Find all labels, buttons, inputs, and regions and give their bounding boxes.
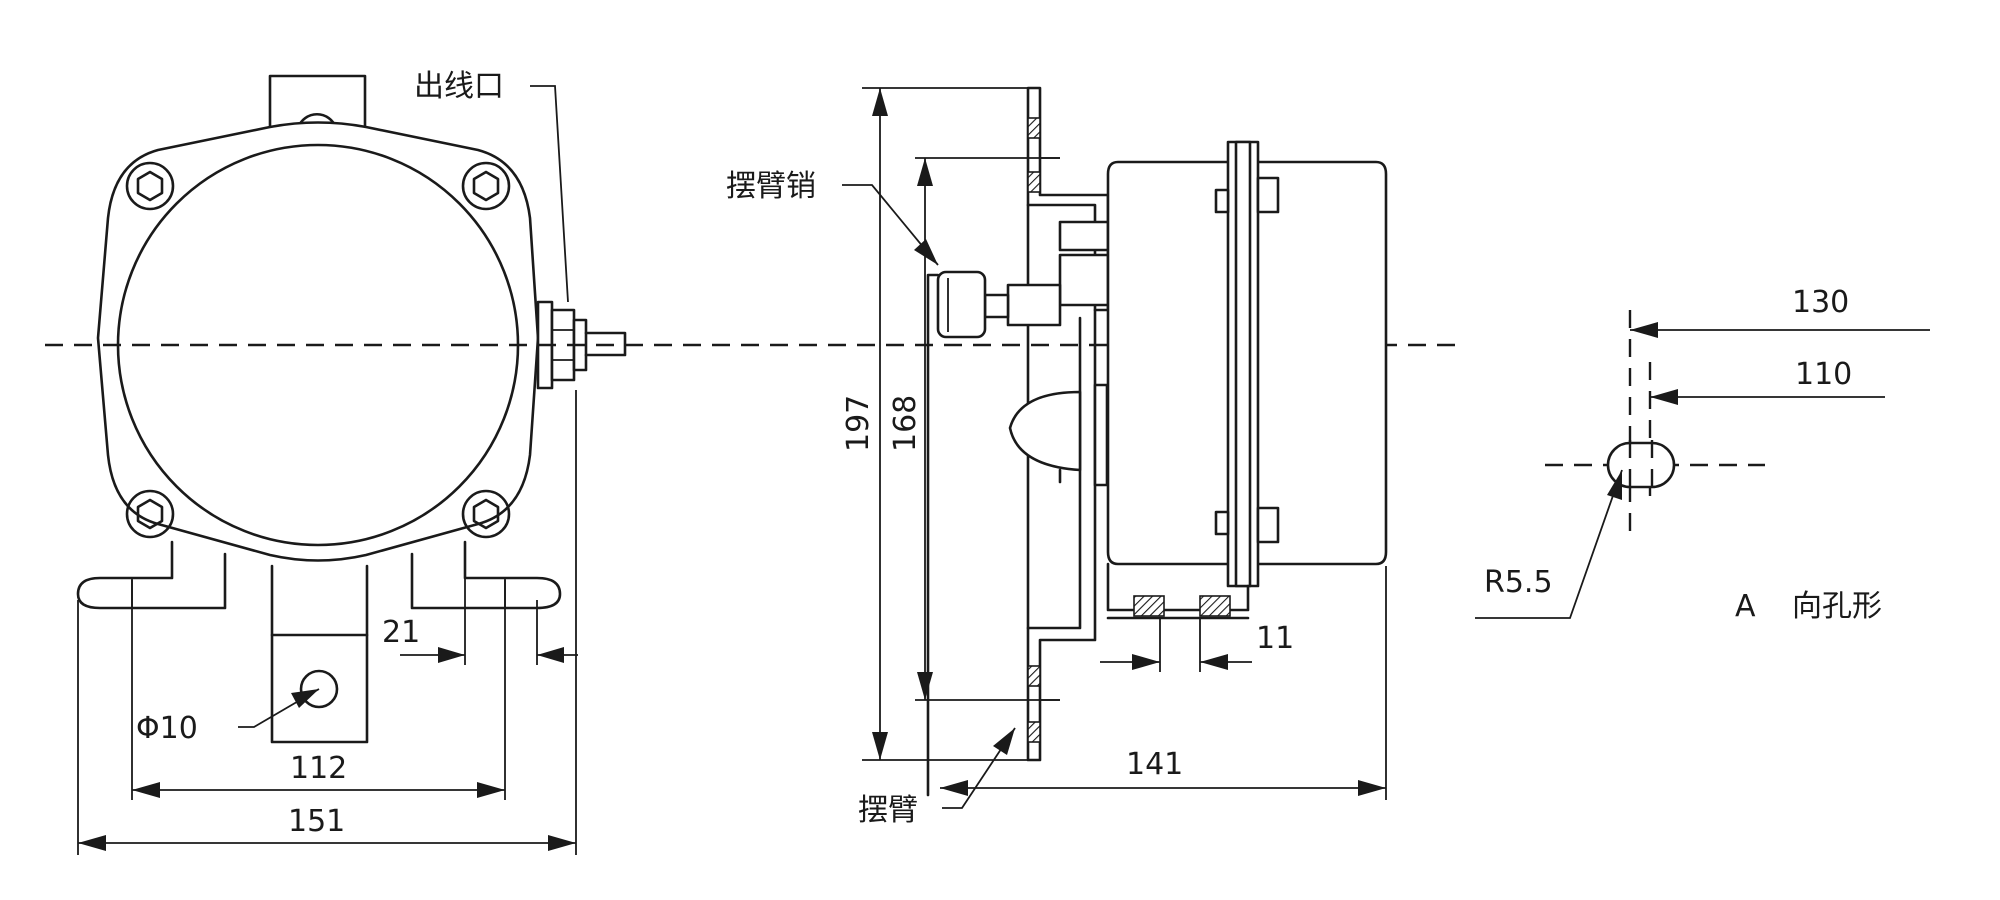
dim-110: 110 [1795,357,1852,392]
right-mounting-foot [410,540,562,610]
bolt-bottom-left [125,489,175,539]
dim-168: 168 [888,395,923,452]
bracket-hatch-bottom-1 [1027,665,1041,687]
arm-shaft-block-lower [1058,253,1110,307]
label-cable-outlet: 出线口 [414,69,504,104]
arm-shaft [983,293,1010,319]
label-arm: 摆臂 [858,793,918,828]
side-base-hatch-left [1133,595,1165,617]
dim-21: 21 [382,615,420,650]
label-hole-diameter: Φ10 [136,711,198,746]
dim-112: 112 [290,751,347,786]
lug-hole-10 [299,669,339,709]
dim-151: 151 [288,804,345,839]
top-mounting-lug [268,74,367,137]
arm-pin-head [936,270,987,339]
view-a-caption: 向孔形 [1792,589,1882,624]
indicator-dome [1008,390,1082,472]
left-mounting-foot [76,540,227,610]
bolt-top-left [125,161,175,211]
side-base-hatch-right [1199,595,1231,617]
side-base [1106,562,1250,612]
bolt-bottom-right [461,489,511,539]
label-radius: R5.5 [1484,565,1553,600]
dim-141: 141 [1126,747,1183,782]
dim-130: 130 [1792,285,1849,320]
bracket-hatch-top-2 [1027,171,1041,193]
view-a-letter: A [1735,589,1756,624]
dim-197: 197 [841,395,876,452]
bottom-mounting-lug [270,564,369,744]
bolt-top-right [461,161,511,211]
bracket-hatch-bottom-2 [1027,721,1041,743]
dim-11: 11 [1256,621,1294,656]
side-view [926,86,1388,797]
front-view-dimensions: 出线口 21 112 151 Φ10 [77,69,578,855]
arm-shaft-block-upper [1058,220,1110,252]
bracket-hatch-top-1 [1027,117,1041,139]
arm-shaft-collar [1006,283,1062,327]
swing-arm [926,273,940,797]
view-a-hole-shape: 130 110 R5.5 A 向孔形 [1475,285,1930,624]
label-arm-pin: 摆臂销 [726,169,816,204]
front-view [76,74,627,744]
side-view-dimensions: 197 168 摆臂销 摆臂 11 141 [726,87,1387,828]
